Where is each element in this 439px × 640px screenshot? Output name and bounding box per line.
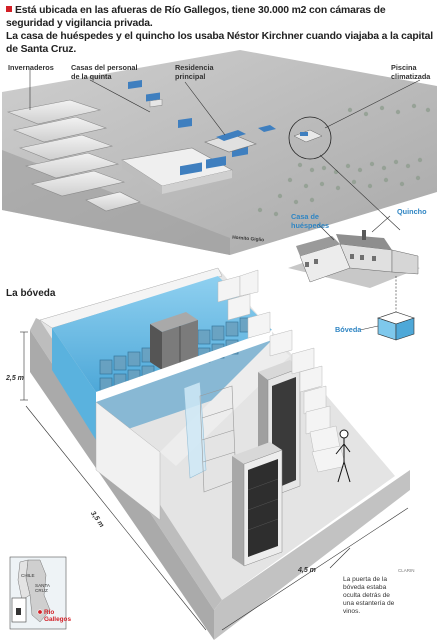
aerial-leader-lines (29, 70, 421, 136)
label-quincho: Quincho (397, 207, 427, 216)
aerial-view (2, 50, 437, 255)
map-label-santa-cruz: SANTA CRUZ (35, 583, 50, 593)
dimension-lines (20, 331, 409, 631)
label-residencia-line-1: Residencia (175, 63, 214, 72)
intro-line-1: Está ubicada en las afueras de Río Galle… (6, 5, 386, 29)
wine-rack-front (232, 442, 283, 567)
connector-line (319, 154, 401, 231)
orchard (257, 103, 431, 217)
mini-map (9, 556, 67, 630)
safe-box (150, 312, 198, 370)
vault-note-line-4: una estantería de (343, 600, 395, 607)
vault-note-line-5: vinos. (343, 608, 361, 615)
vault-note-line-1: La puerta de la (343, 576, 387, 583)
main-residence (204, 125, 276, 153)
label-piscina: Piscina climatizada (391, 63, 431, 81)
dim-width: 4,5 m (298, 567, 316, 574)
map-label-chile: CHILE (21, 573, 35, 578)
map-santa-line-2: CRUZ (35, 588, 48, 594)
vault-note-line-3: oculta detrás de (343, 592, 390, 599)
label-residencia: Residencia principal (175, 63, 214, 81)
vault-cutaway (20, 267, 410, 640)
greenhouses (6, 99, 141, 212)
map-rio-line-1: Río (44, 609, 55, 616)
vault-note-line-2: bóveda estaba (343, 584, 387, 591)
intro-text: Está ubicada en las afueras de Río Galle… (6, 4, 434, 56)
intro-line-2: La casa de huéspedes y el quincho los us… (6, 31, 433, 55)
credit: CLARIN (398, 568, 415, 573)
vault-note: La puerta de la bóveda estaba oculta det… (343, 576, 394, 616)
location-marker-icon (37, 609, 43, 615)
label-casas-personal: Casas del personal de la quinta (71, 63, 138, 81)
label-boveda: Bóveda (335, 325, 362, 334)
label-casa-line-2: huéspedes (291, 220, 330, 230)
dim-height: 2,5 m (6, 375, 24, 382)
label-casas-line-2: de la quinta (71, 71, 112, 81)
label-residencia-line-2: principal (175, 71, 206, 81)
person-figure (335, 429, 351, 483)
label-invernaderos: Invernaderos (8, 63, 54, 72)
label-casas-line-1: Casas del personal (71, 63, 138, 72)
pool (300, 132, 308, 136)
map-rio-line-2: Gallegos (44, 616, 71, 624)
label-piscina-line-2: climatizada (391, 71, 431, 81)
house-inset (288, 215, 420, 341)
red-bullet-icon (6, 6, 12, 12)
vault-title: La bóveda (6, 288, 56, 299)
label-casa-line-1: Casa de (291, 212, 319, 221)
label-casa-huespedes: Casa de huéspedes (291, 212, 330, 230)
label-piscina-line-1: Piscina (391, 63, 417, 72)
map-santa-line-1: SANTA (35, 583, 50, 588)
map-label-rio-gallegos: Río Gallegos (44, 609, 71, 624)
highlight-circle (288, 116, 332, 160)
stairs (217, 269, 347, 473)
